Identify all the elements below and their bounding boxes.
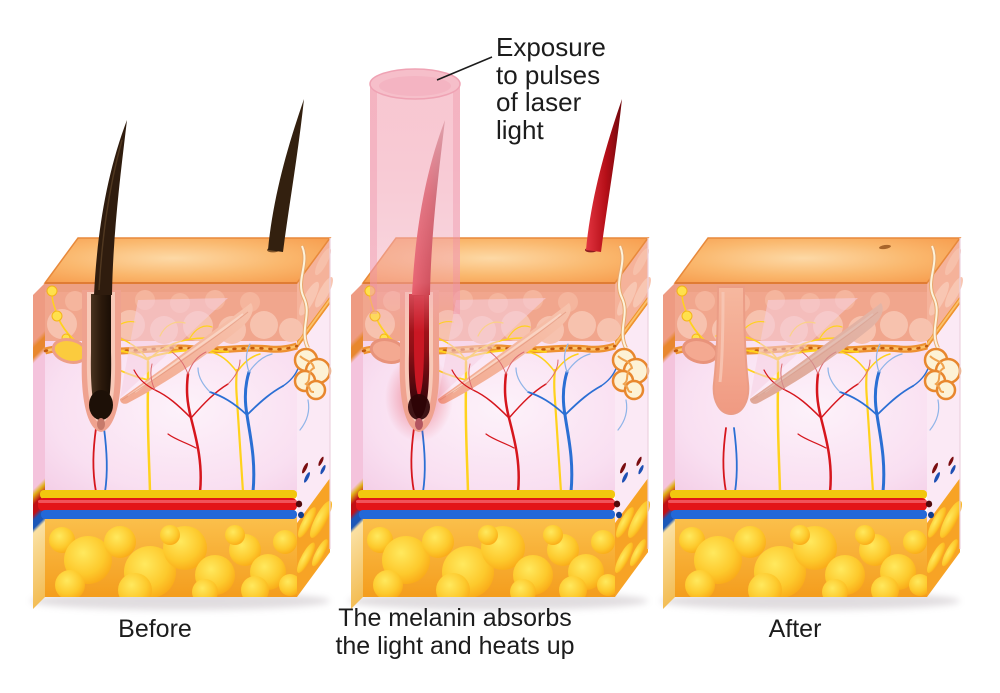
laser-annotation-text: Exposure to pulses of laser light (496, 32, 606, 145)
annotation-pointer-line (436, 56, 493, 81)
empty-pore (879, 244, 891, 250)
second-hair-heated (585, 99, 622, 253)
skin-block-during (348, 68, 651, 610)
hair-shaft-before (94, 120, 127, 295)
hair-follicle-before (89, 294, 113, 430)
skin-block-after (660, 234, 963, 610)
empty-follicle-after (712, 286, 750, 416)
skin-block-before (30, 99, 333, 610)
caption-after: After (768, 615, 822, 643)
second-hair-before (267, 99, 304, 253)
muscle-faded-tint (750, 303, 883, 404)
caption-during: The melanin absorbs the light and heats … (335, 604, 575, 660)
caption-before: Before (118, 615, 192, 643)
laser-beam (369, 68, 461, 332)
